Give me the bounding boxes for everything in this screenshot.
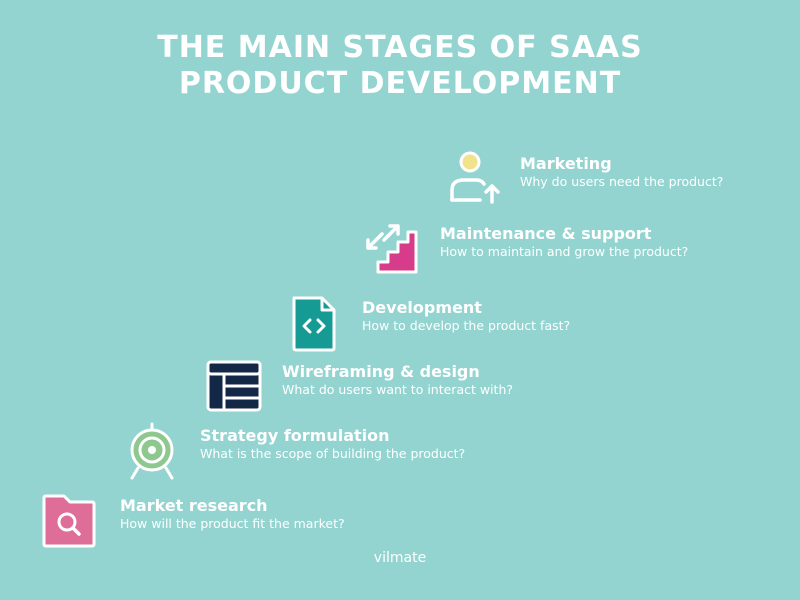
title-line-1: THE MAIN STAGES OF SAAS [157, 30, 643, 65]
stairs-arrows-icon [362, 220, 422, 280]
stage-description: Why do users need the product? [520, 174, 724, 189]
title-line-2: PRODUCT DEVELOPMENT [178, 66, 622, 101]
stage-label: Development [362, 298, 482, 317]
layout-wireframe-icon [204, 358, 264, 418]
stage-description: What is the scope of building the produc… [200, 446, 466, 461]
page-title: THE MAIN STAGES OF SAAS PRODUCT DEVELOPM… [0, 30, 800, 102]
stage-description: How to maintain and grow the product? [440, 244, 689, 259]
stage-description: What do users want to interact with? [282, 382, 514, 397]
folder-search-icon [42, 492, 102, 552]
stage-label: Market research [120, 496, 268, 515]
stage-label: Strategy formulation [200, 426, 390, 445]
stage-description: How will the product fit the market? [120, 516, 345, 531]
brand-wordmark: vilmate [373, 550, 427, 566]
stage-description: How to develop the product fast? [362, 318, 571, 333]
target-icon [122, 422, 182, 482]
stage-label: Maintenance & support [440, 224, 652, 243]
code-file-icon [284, 294, 344, 354]
stage-label: Marketing [520, 154, 612, 173]
user-arrow-up-icon [442, 150, 502, 210]
stage-label: Wireframing & design [282, 362, 480, 381]
